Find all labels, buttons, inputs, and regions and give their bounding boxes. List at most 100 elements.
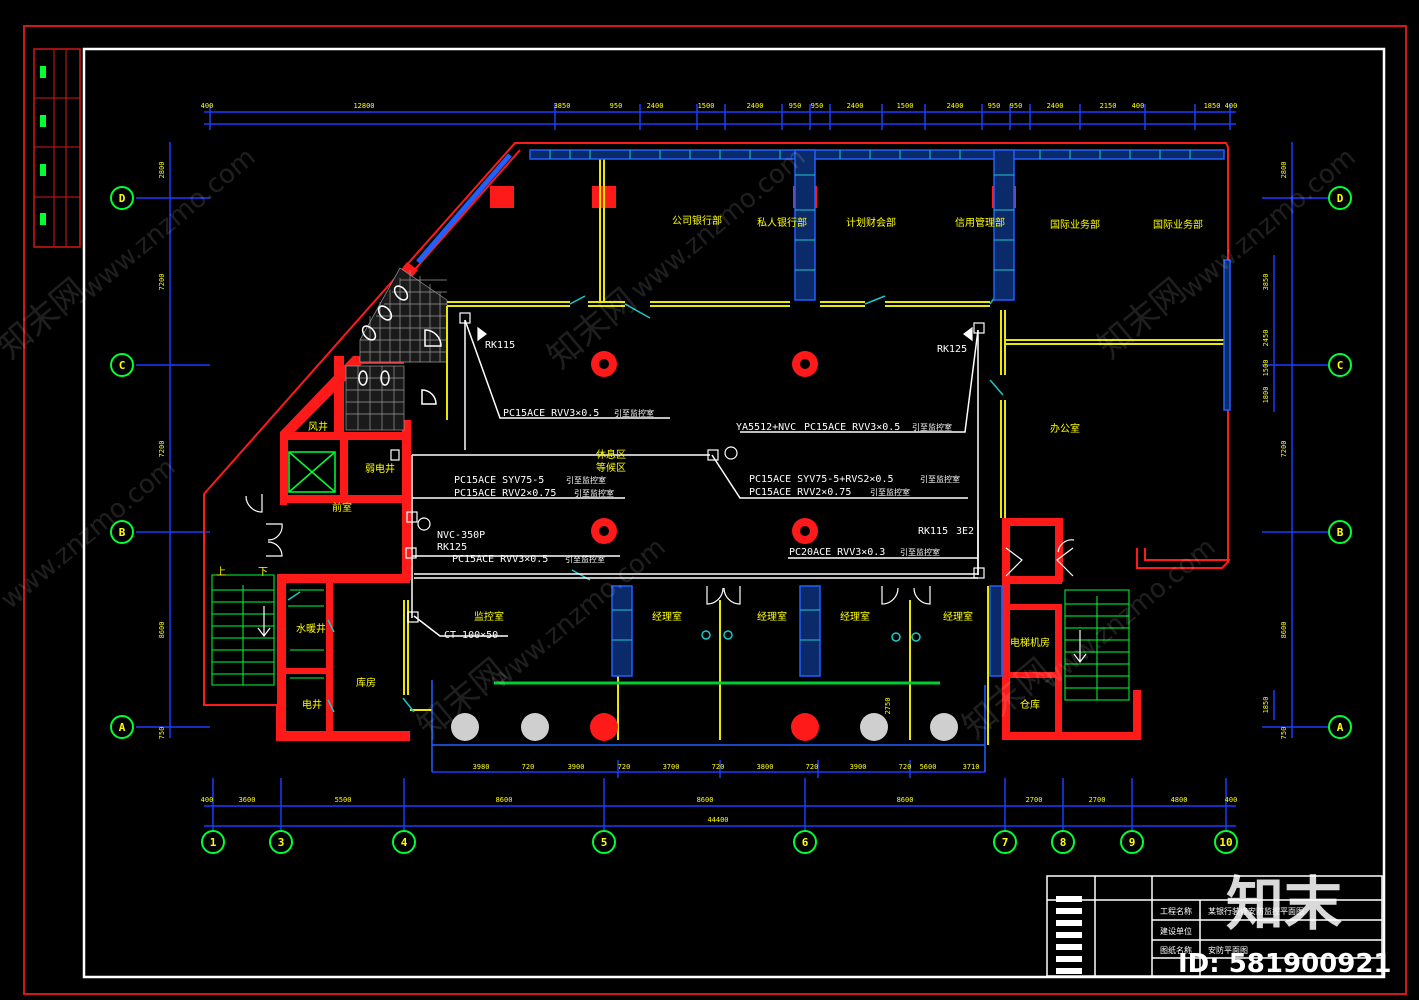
- axis-bubble: [1051, 830, 1075, 854]
- svg-text:2400: 2400: [847, 102, 864, 110]
- svg-text:3900: 3900: [850, 763, 867, 771]
- svg-text:3850: 3850: [554, 102, 571, 110]
- axis-label-a: A: [1337, 721, 1344, 734]
- light-grey: [451, 713, 479, 741]
- dome-camera-icon: [724, 446, 738, 460]
- partitions: [403, 150, 1226, 745]
- axis-label-3: 3: [278, 836, 285, 849]
- svg-text:3980: 3980: [473, 763, 490, 771]
- svg-text:400: 400: [1225, 102, 1238, 110]
- stair-up: 上: [216, 566, 226, 578]
- room-monitor: 监控室: [474, 610, 504, 623]
- cable-label: PC15ACE RVV3×0.5: [503, 408, 599, 419]
- light-grey: [930, 713, 958, 741]
- svg-text:400: 400: [201, 796, 214, 804]
- svg-text:750: 750: [1280, 727, 1288, 740]
- room-front: 前室: [332, 501, 352, 514]
- dome-camera-icon: [417, 517, 431, 531]
- svg-text:3900: 3900: [568, 763, 585, 771]
- room-private-bank: 私人银行部: [757, 216, 807, 229]
- stairs-east: [1064, 589, 1130, 701]
- axis-bubble: [110, 353, 134, 377]
- cable-tail: 引至监控室: [870, 487, 910, 497]
- room-manager: 经理室: [652, 610, 682, 623]
- dimension-text-top: 400 12800 3850 950 2400 1500 2400 950 95…: [201, 102, 1238, 110]
- cable-label: PC20ACE RVV3×0.3: [789, 547, 885, 558]
- cameras: [390, 312, 985, 623]
- nvc-label: NVC-350P: [437, 530, 485, 541]
- camera-icon: [707, 449, 719, 461]
- axis-label-1: 1: [210, 836, 217, 849]
- doors: [245, 494, 1075, 605]
- rk125-label: RK125: [937, 344, 967, 355]
- axis-label-b: B: [1337, 526, 1344, 539]
- light-red: [591, 351, 617, 377]
- brand-logo: 知末: [1226, 870, 1342, 938]
- svg-text:5500: 5500: [335, 796, 352, 804]
- dimension-text-bottom-inner: 3980 720 3900 720 3700 720 3800 720 3900…: [473, 763, 980, 771]
- axis-bubble: [110, 186, 134, 210]
- cable-tail: 引至监控室: [920, 474, 960, 484]
- svg-text:www.znzmo.com: www.znzmo.com: [0, 452, 182, 615]
- svg-text:7200: 7200: [158, 441, 166, 458]
- room-weak-shaft: 弱电井: [365, 462, 395, 475]
- axis-bubble: [1328, 715, 1352, 739]
- axis-label-a: A: [119, 721, 126, 734]
- axis-bubble: [1328, 353, 1352, 377]
- svg-text:12800: 12800: [353, 102, 374, 110]
- svg-text:2450: 2450: [1262, 330, 1270, 347]
- svg-text:950: 950: [988, 102, 1001, 110]
- svg-text:1500: 1500: [1262, 360, 1270, 377]
- sheet-border: [23, 25, 1407, 995]
- restroom-tiles: [345, 267, 448, 431]
- axis-bubble: [1328, 186, 1352, 210]
- dimension-lines: [136, 104, 1328, 834]
- svg-text:2700: 2700: [1026, 796, 1043, 804]
- rk-extra-label: 3E2: [956, 526, 974, 537]
- svg-text:5600: 5600: [920, 763, 937, 771]
- light-red: [590, 713, 618, 741]
- camera-icon: [406, 511, 418, 523]
- room-manager: 经理室: [943, 610, 973, 623]
- title-block-bars: [1056, 896, 1082, 974]
- room-wind-shaft: 风井: [308, 420, 328, 433]
- axis-bubble: [110, 715, 134, 739]
- rk115-label: RK115: [485, 340, 515, 351]
- south-windows: [431, 680, 986, 772]
- camera-icon: [973, 567, 985, 579]
- svg-text:4800: 4800: [1171, 796, 1188, 804]
- stairs-west: [211, 574, 275, 686]
- svg-text:2700: 2700: [1089, 796, 1106, 804]
- room-office: 办公室: [1050, 422, 1080, 435]
- svg-text:2400: 2400: [947, 102, 964, 110]
- svg-text:950: 950: [789, 102, 802, 110]
- svg-text:8600: 8600: [697, 796, 714, 804]
- room-labels: 公司银行部 私人银行部 计划财会部 信用管理部 国际业务部 国际业务部 办公室 …: [216, 214, 1203, 711]
- project-name-value: 某银行装修安防监控平面图: [1208, 906, 1304, 916]
- svg-text:750: 750: [158, 727, 166, 740]
- drawing-name-value: 安防平面图: [1208, 945, 1248, 955]
- svg-text:8600: 8600: [158, 622, 166, 639]
- svg-text:720: 720: [522, 763, 535, 771]
- axis-bubble: [1120, 830, 1144, 854]
- svg-text:1850: 1850: [1204, 102, 1221, 110]
- drawing-frame: [82, 47, 1386, 979]
- camera-icon: [973, 322, 985, 334]
- dimension-text-left: 2800 7200 7200 8600 750: [158, 162, 166, 740]
- cable-label: PC15ACE RVV2×0.75: [749, 487, 851, 498]
- camera-icon: [963, 326, 973, 342]
- axis-label-c: C: [1337, 359, 1344, 372]
- cable-tail: 引至监控室: [900, 547, 940, 557]
- elevator: [288, 451, 336, 493]
- cable-tail: 引至监控室: [614, 408, 654, 418]
- axis-label-b: B: [119, 526, 126, 539]
- cable-label: PC15ACE SYV75-5: [454, 475, 544, 486]
- svg-text:950: 950: [1010, 102, 1023, 110]
- room-elec-machine: 电梯机房: [1010, 636, 1050, 649]
- axis-bubble: [1328, 520, 1352, 544]
- light-red: [792, 351, 818, 377]
- room-elec-shaft: 电井: [302, 698, 322, 711]
- svg-text:2400: 2400: [647, 102, 664, 110]
- axis-bubble: [592, 830, 616, 854]
